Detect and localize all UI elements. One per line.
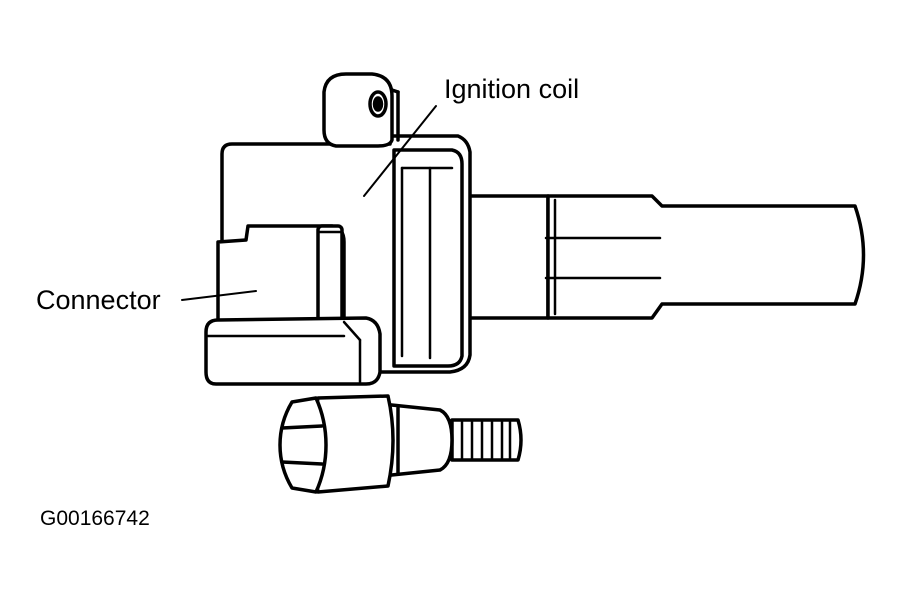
connector-label: Connector [36,285,161,315]
ignition-coil-leader [363,105,437,197]
connector-base [204,316,382,386]
bolt-hex-head [278,396,328,494]
mounting-bolt [278,394,523,494]
figure-id: G00166742 [40,507,150,530]
coil-boot [460,194,866,320]
bolt-threads [460,419,512,461]
connector-leader [181,290,257,301]
coil-flange-plate [392,148,464,368]
ignition-coil-label: Ignition coil [444,74,580,104]
bolt-threaded-stud [450,418,523,462]
boot-body [460,194,550,320]
connector-latch [316,224,344,324]
coil-connector [204,224,382,386]
boot-tip [546,194,866,320]
